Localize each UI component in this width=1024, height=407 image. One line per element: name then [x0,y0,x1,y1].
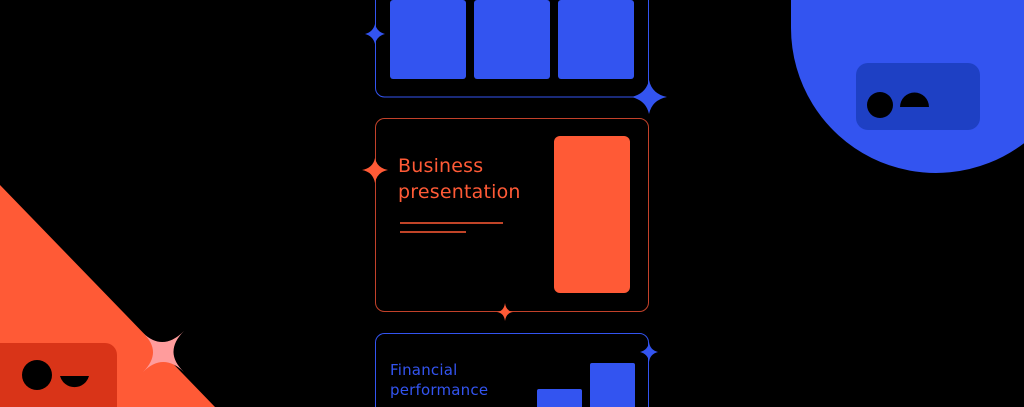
title-line: performance [390,381,489,399]
half-eye-icon [60,376,89,388]
slide-preview [554,136,630,293]
thumbnail [558,0,634,79]
title-line: Financial [390,361,458,379]
bar [537,389,582,407]
half-eye-icon [900,92,929,107]
title-line: Business [398,155,484,177]
eye-icon [867,92,893,118]
business-presentation-card [362,118,649,321]
thumbnail [474,0,550,79]
eye-icon [22,360,52,390]
orange-face-box [0,343,117,407]
sparkle-icon [365,24,385,44]
business-presentation-title: Business presentation [398,153,521,205]
sparkle-icon [143,331,184,372]
title-line: presentation [398,181,521,203]
orange-character [0,185,215,407]
bar [590,363,635,407]
sparkle-icon [362,158,388,183]
thumbnail [390,0,466,79]
blue-character [791,0,1024,173]
gallery-card [365,0,667,114]
financial-performance-card [375,333,658,407]
financial-performance-title: Financial performance [390,360,488,400]
sparkle-icon [497,303,513,321]
sparkle-icon [640,342,658,362]
sparkle-icon [631,80,667,114]
